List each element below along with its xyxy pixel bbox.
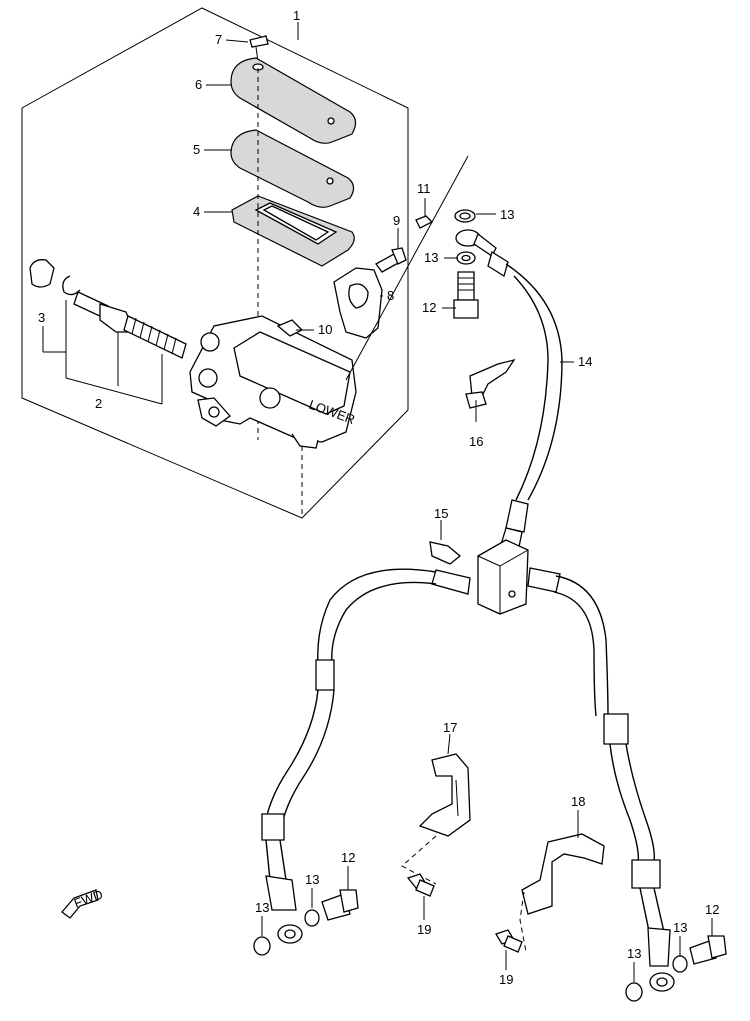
callout-13-right-a: 13 bbox=[673, 920, 687, 935]
lever-holder-clamp bbox=[333, 267, 383, 339]
callout-2: 2 bbox=[95, 396, 102, 411]
callout-leaders bbox=[204, 39, 713, 982]
callout-8: 8 bbox=[387, 288, 394, 303]
right-lower-brake-hose bbox=[527, 567, 675, 992]
callout-6: 6 bbox=[195, 77, 202, 92]
callout-12-right: 12 bbox=[705, 902, 719, 917]
callout-12-upper: 12 bbox=[422, 300, 436, 315]
callout-11: 11 bbox=[417, 181, 431, 196]
callout-13-right-b: 13 bbox=[627, 946, 641, 961]
callout-10: 10 bbox=[318, 322, 332, 337]
banjo-bolt-left bbox=[253, 889, 359, 956]
master-cylinder-body: LOWER bbox=[189, 315, 357, 449]
callout-19-right: 19 bbox=[499, 972, 513, 987]
reservoir-plate bbox=[230, 129, 355, 208]
callout-labels: 1 2 3 4 5 6 7 8 9 10 11 12 13 13 14 15 1… bbox=[38, 8, 719, 987]
clamp-bolt-19-left bbox=[406, 873, 435, 897]
forward-arrow-icon: FWD bbox=[61, 887, 105, 919]
callout-7: 7 bbox=[215, 32, 222, 47]
callout-4: 4 bbox=[193, 204, 200, 219]
clamp-screw bbox=[375, 247, 407, 273]
hose-clamp-18 bbox=[519, 833, 605, 953]
callout-19-left: 19 bbox=[417, 922, 431, 937]
callout-12-left: 12 bbox=[341, 850, 355, 865]
callout-13-upper-a: 13 bbox=[500, 207, 514, 222]
left-lower-brake-hose bbox=[261, 568, 471, 944]
callout-3: 3 bbox=[38, 310, 45, 325]
callout-9: 9 bbox=[393, 213, 400, 228]
callout-17: 17 bbox=[443, 720, 457, 735]
hose-guide bbox=[465, 358, 516, 409]
banjo-bolt-upper bbox=[415, 209, 479, 319]
callout-13-left-a: 13 bbox=[305, 872, 319, 887]
callout-5: 5 bbox=[193, 142, 200, 157]
three-way-joint bbox=[429, 539, 529, 615]
hose-clamp-17 bbox=[401, 753, 471, 885]
callout-15: 15 bbox=[434, 506, 448, 521]
clamp-bolt-19-right bbox=[495, 929, 523, 953]
callout-18: 18 bbox=[571, 794, 585, 809]
callout-16: 16 bbox=[469, 434, 483, 449]
fwd-marking: FWD bbox=[72, 887, 105, 911]
leader-lines-2-3 bbox=[42, 300, 163, 405]
callout-1: 1 bbox=[293, 8, 300, 23]
piston-kit bbox=[29, 259, 187, 359]
callout-13-left-b: 13 bbox=[255, 900, 269, 915]
assembly-frame bbox=[21, 7, 409, 519]
callout-13-upper-b: 13 bbox=[424, 250, 438, 265]
diaphragm bbox=[231, 195, 355, 267]
callout-14: 14 bbox=[578, 354, 592, 369]
banjo-bolt-right bbox=[625, 935, 727, 1002]
